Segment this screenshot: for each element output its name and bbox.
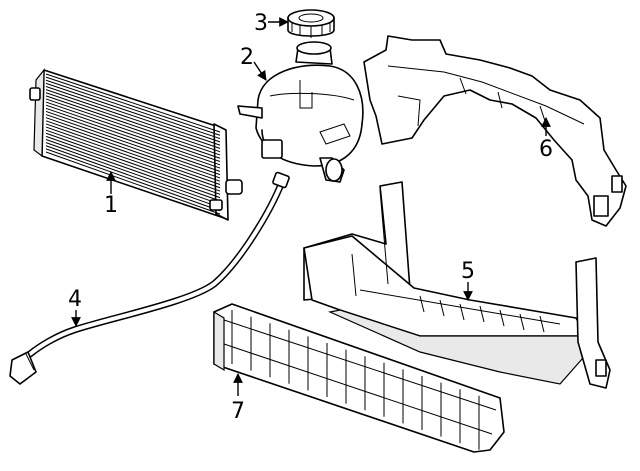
radiator-fin: [45, 82, 221, 143]
radiator: [29, 68, 243, 221]
callout-1: 1: [104, 193, 118, 218]
radiator-fin: [45, 117, 221, 179]
radiator-fin: [45, 123, 221, 185]
callout-7: 7: [231, 399, 245, 424]
radiator-fin: [45, 104, 221, 166]
radiator-fin: [45, 95, 221, 156]
callout-leaders: [71, 17, 551, 396]
radiator-fin: [45, 139, 221, 202]
lower-grille: [213, 303, 505, 453]
radiator-fin: [45, 101, 221, 162]
radiator-fin: [45, 120, 221, 182]
air-deflector: [303, 181, 611, 389]
radiator-fin: [45, 126, 221, 189]
radiator-fin: [45, 114, 221, 176]
radiator-fin: [45, 98, 221, 159]
callout-5: 5: [461, 259, 475, 284]
radiator-fin: [45, 132, 221, 195]
radiator-fin: [45, 107, 221, 169]
callout-6: 6: [539, 137, 553, 162]
radiator-fin: [45, 129, 221, 192]
callout-2: 2: [240, 45, 254, 70]
radiator-fin: [45, 92, 221, 153]
radiator-fin: [45, 86, 221, 146]
radiator-fin: [45, 145, 221, 208]
radiator-cap: [287, 9, 335, 38]
callout-3: 3: [254, 11, 268, 36]
radiator-fin: [45, 135, 221, 199]
callout-4: 4: [68, 287, 82, 312]
radiator-fin: [45, 151, 221, 215]
shroud-bracket: [363, 35, 627, 227]
coolant-hose: [9, 171, 290, 385]
radiator-fin: [45, 148, 221, 212]
radiator-fin: [45, 89, 221, 149]
radiator-fin: [45, 110, 221, 172]
radiator-fin: [45, 142, 221, 205]
expansion-tank: [237, 41, 364, 183]
radiator-fin: [45, 76, 221, 136]
radiator-fin: [45, 79, 221, 140]
radiator-fin: [45, 73, 221, 133]
